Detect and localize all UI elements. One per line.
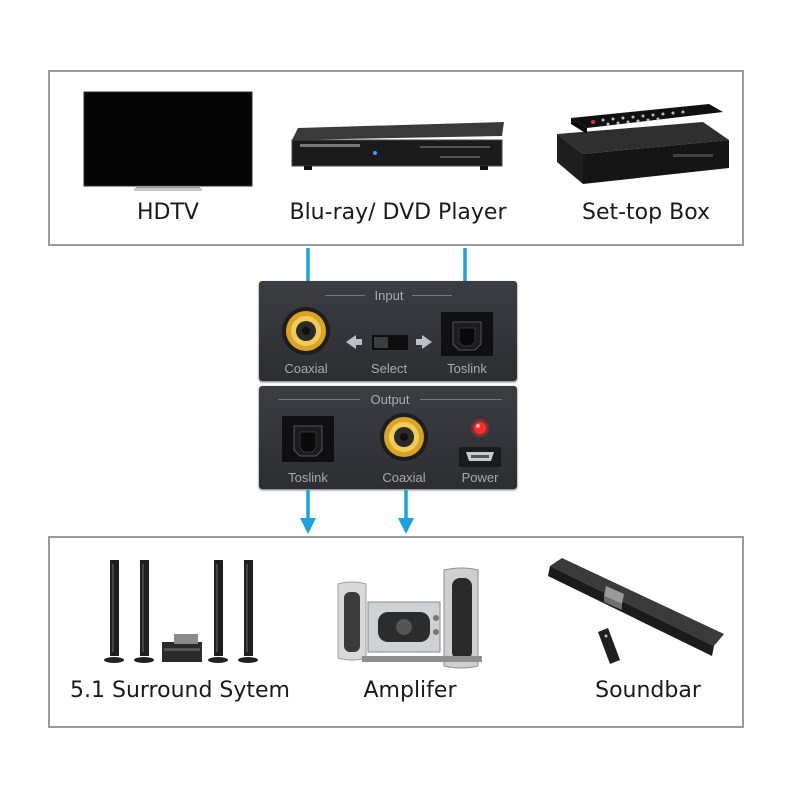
soundbar-image <box>548 558 724 664</box>
bluray-player-image <box>291 122 504 170</box>
amplifier-label: Amplifer <box>363 678 457 703</box>
settop-box-image <box>557 104 729 184</box>
input-divider-right <box>412 295 452 296</box>
power-led-icon <box>471 419 489 437</box>
toslink-output-label: Toslink <box>288 470 328 485</box>
coaxial-input-label: Coaxial <box>284 361 328 376</box>
output-divider-right <box>420 399 502 400</box>
toslink-input-port <box>441 312 493 356</box>
toslink-output-port <box>282 416 334 462</box>
surround-system-label: 5.1 Surround Sytem <box>70 678 290 703</box>
settop-box-label: Set-top Box <box>581 200 711 225</box>
arrow-from-coaxial-output <box>398 490 414 534</box>
hdtv-image <box>83 91 253 191</box>
coaxial-input-jack <box>282 307 330 355</box>
coaxial-output-label: Coaxial <box>382 470 426 485</box>
output-title: Output <box>370 392 410 407</box>
select-label: Select <box>370 361 408 376</box>
coaxial-output-jack <box>380 413 428 461</box>
surround-system-image <box>104 560 258 663</box>
input-title: Input <box>374 288 404 303</box>
output-divider-left <box>278 399 360 400</box>
bluray-player-label: Blu-ray/ DVD Player <box>289 200 507 225</box>
power-label: Power <box>461 470 499 485</box>
toslink-input-label: Toslink <box>447 361 487 376</box>
soundbar-label: Soundbar <box>595 678 701 703</box>
amplifier-image <box>337 567 482 669</box>
arrow-from-toslink-output <box>300 490 316 534</box>
hdtv-label: HDTV <box>137 200 199 225</box>
micro-usb-power-port <box>459 447 501 467</box>
select-switch[interactable] <box>346 334 432 352</box>
input-divider-left <box>325 295 365 296</box>
